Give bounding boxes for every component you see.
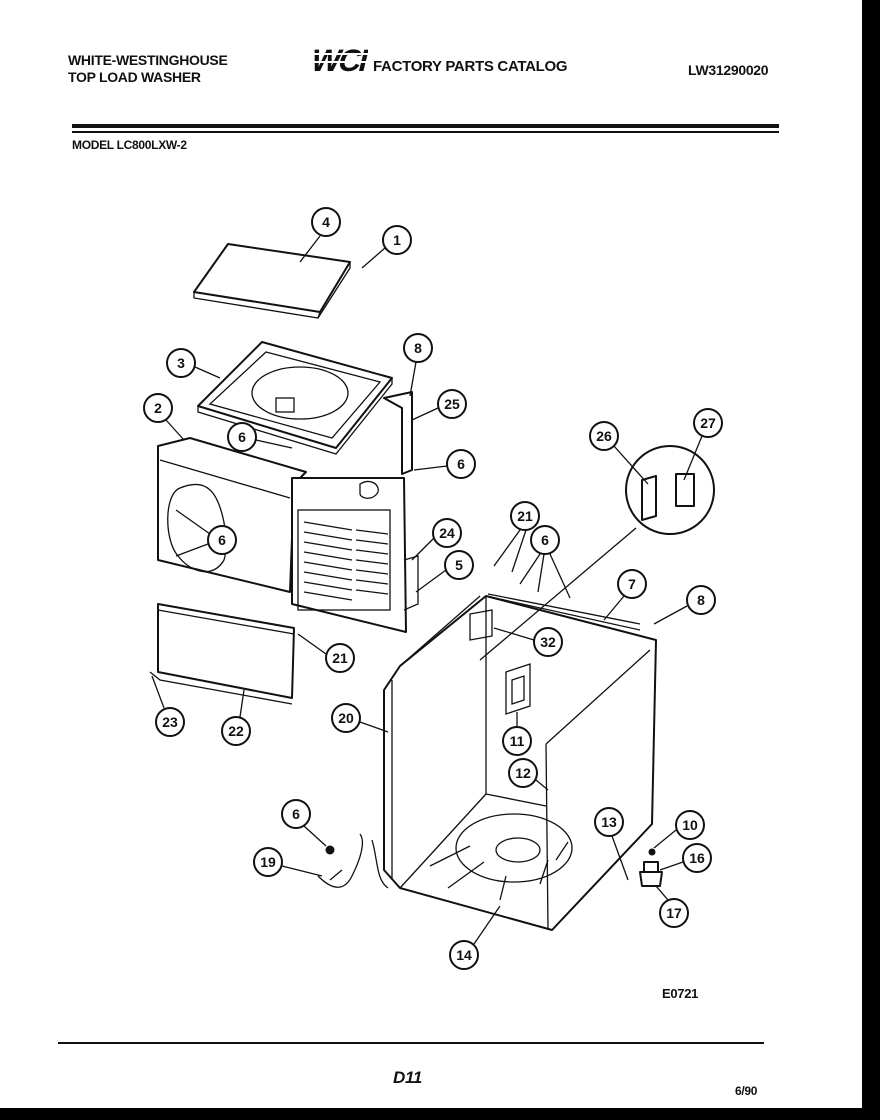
callout-19: 19 xyxy=(253,847,283,877)
callout-23: 23 xyxy=(155,707,185,737)
svg-text:5: 5 xyxy=(455,557,463,573)
callout-12: 12 xyxy=(508,758,538,788)
svg-text:14: 14 xyxy=(456,947,472,963)
callout-14: 14 xyxy=(449,940,479,970)
callout-6-top: 6 xyxy=(227,422,257,452)
logo-text: WCI xyxy=(308,44,368,74)
svg-text:23: 23 xyxy=(162,714,178,730)
model-number: MODEL LC800LXW-2 xyxy=(72,138,187,152)
callout-2: 2 xyxy=(143,393,173,423)
callout-10: 10 xyxy=(675,810,705,840)
callout-1: 1 xyxy=(382,225,412,255)
svg-text:11: 11 xyxy=(510,733,525,749)
svg-text:19: 19 xyxy=(260,854,276,870)
svg-text:13: 13 xyxy=(601,814,617,830)
drawing-code: E0721 xyxy=(662,986,699,1001)
callout-22: 22 xyxy=(221,716,251,746)
svg-text:6: 6 xyxy=(218,532,226,548)
washer-lid xyxy=(193,243,351,319)
svg-text:12: 12 xyxy=(515,765,531,781)
capacitor-detail xyxy=(479,445,715,661)
svg-text:21: 21 xyxy=(517,508,533,524)
svg-text:26: 26 xyxy=(596,428,612,444)
page-number: D11 xyxy=(393,1068,423,1087)
callout-13: 13 xyxy=(594,807,624,837)
callout-11: 11 xyxy=(502,726,532,756)
callout-5: 5 xyxy=(444,550,474,580)
callout-8-top: 8 xyxy=(403,333,433,363)
print-date: 6/90 xyxy=(735,1084,758,1098)
svg-text:8: 8 xyxy=(414,340,422,356)
svg-text:7: 7 xyxy=(628,576,636,592)
callout-20: 20 xyxy=(331,703,361,733)
brand-block: WHITE-WESTINGHOUSE TOP LOAD WASHER xyxy=(68,52,228,86)
callout-6-panel: 6 xyxy=(207,525,237,555)
exploded-parts-diagram: 4 1 3 8 2 25 6 6 6 26 27 21 6 24 5 xyxy=(143,207,723,970)
callout-21-top: 21 xyxy=(510,501,540,531)
callout-26: 26 xyxy=(589,421,619,451)
callout-21-bottom: 21 xyxy=(325,643,355,673)
svg-text:25: 25 xyxy=(444,396,460,412)
svg-text:6: 6 xyxy=(541,532,549,548)
callout-32: 32 xyxy=(533,627,563,657)
left-side-panel xyxy=(157,437,307,593)
catalog-title: FACTORY PARTS CATALOG xyxy=(373,58,568,75)
wci-logo-icon: WCI xyxy=(306,44,368,74)
callout-7: 7 xyxy=(617,569,647,599)
callout-17: 17 xyxy=(659,898,689,928)
callout-3: 3 xyxy=(166,348,196,378)
svg-text:27: 27 xyxy=(700,415,716,431)
screw-6 xyxy=(325,845,335,855)
rear-vent-panel xyxy=(291,477,419,633)
header-rule-thin xyxy=(72,131,779,133)
brand-name: WHITE-WESTINGHOUSE xyxy=(68,52,228,68)
callout-4: 4 xyxy=(311,207,341,237)
svg-text:32: 32 xyxy=(540,634,556,650)
svg-text:24: 24 xyxy=(439,525,455,541)
callout-6-right: 6 xyxy=(446,449,476,479)
footer-rule xyxy=(58,1042,764,1044)
catalog-number: LW31290020 xyxy=(688,62,769,78)
callout-25: 25 xyxy=(437,389,467,419)
svg-text:1: 1 xyxy=(393,232,401,248)
svg-text:20: 20 xyxy=(338,710,354,726)
callout-16: 16 xyxy=(682,843,712,873)
callout-24: 24 xyxy=(432,518,462,548)
power-cord xyxy=(317,833,389,889)
product-type: TOP LOAD WASHER xyxy=(68,69,201,85)
svg-text:6: 6 xyxy=(238,429,246,445)
leveling-leg xyxy=(639,848,663,887)
svg-text:6: 6 xyxy=(457,456,465,472)
callout-6-cabinet: 6 xyxy=(530,525,560,555)
scan-edge-bottom xyxy=(0,1108,880,1120)
callout-27: 27 xyxy=(693,408,723,438)
header-rule xyxy=(72,124,779,128)
callout-8-cabinet: 8 xyxy=(686,585,716,615)
svg-text:22: 22 xyxy=(228,723,244,739)
svg-text:3: 3 xyxy=(177,355,185,371)
top-panel xyxy=(197,341,393,455)
svg-text:16: 16 xyxy=(689,850,705,866)
svg-text:17: 17 xyxy=(666,905,682,921)
svg-text:10: 10 xyxy=(682,817,698,833)
svg-text:4: 4 xyxy=(322,214,330,230)
callout-6-screw: 6 xyxy=(281,799,311,829)
svg-text:8: 8 xyxy=(697,592,705,608)
rear-bracket xyxy=(383,391,413,475)
svg-text:2: 2 xyxy=(154,400,162,416)
svg-text:21: 21 xyxy=(332,650,348,666)
svg-text:6: 6 xyxy=(292,806,300,822)
scan-edge-right xyxy=(862,0,880,1120)
front-lower-panel xyxy=(149,603,295,705)
